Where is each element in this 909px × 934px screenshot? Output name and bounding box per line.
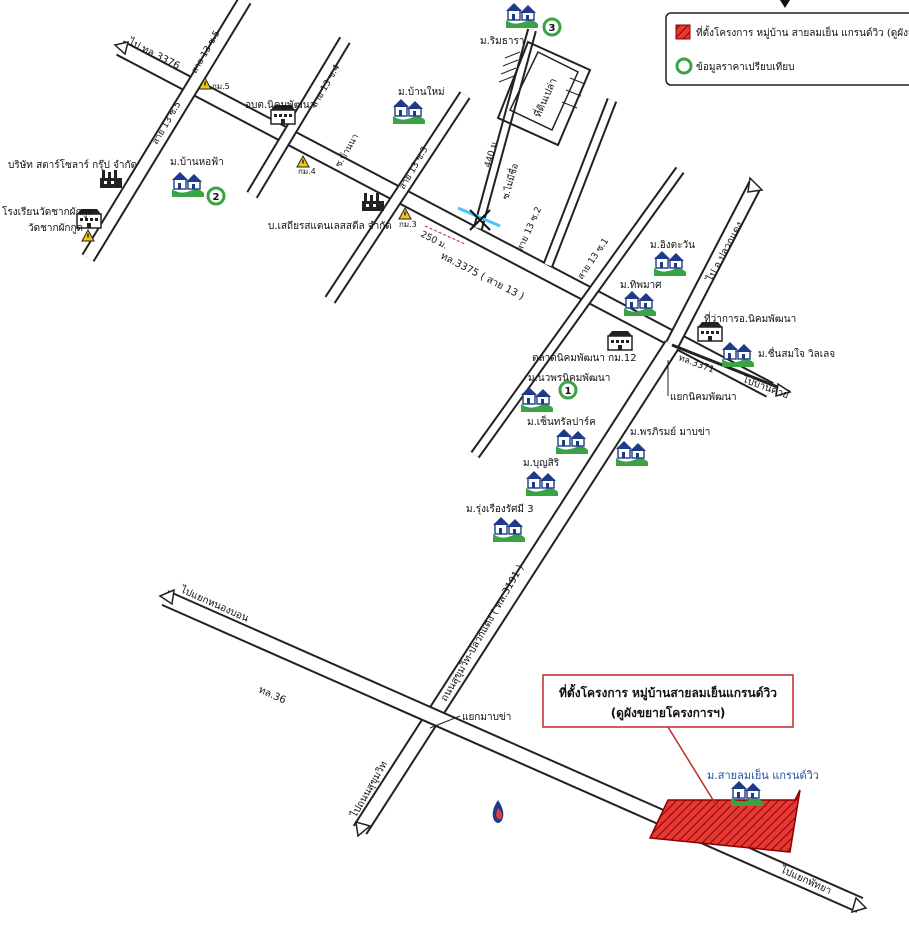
label-road3191: ถนนสุขุมวิท-ปลวกแดง ( ทล.3191 ): [439, 563, 526, 703]
road-soi13-3: [324, 91, 471, 304]
label-rungrueang: ม.รุ่งเรืองรัศมี 3: [466, 503, 534, 515]
callout-pointer: [667, 726, 719, 809]
label-ing-tawan: ม.อิงตะวัน: [650, 240, 695, 251]
callout-line1: ที่ตั้งโครงการ หมู่บ้านสายลมเย็นแกรนด์วิ…: [559, 683, 777, 701]
label-navaporn: ม.นวพรนิคมพัฒนา: [528, 373, 610, 384]
label-pornprom: ม.พรภิรมย์ มาบข่า: [630, 426, 710, 438]
house-ban-hopfa-icon: [171, 171, 205, 198]
svg-text:2: 2: [213, 192, 220, 203]
label-junction-mabkha: แยกมาบข่า: [462, 712, 511, 723]
house-centro-icon: [555, 428, 589, 455]
label-amphoe-office: ที่ว่าการอ.นิคมพัฒนา: [704, 311, 796, 325]
arrow-to-3376: [113, 40, 130, 56]
label-sai13-2: สาย 13 ซ.2: [516, 206, 545, 254]
label-km5: กม.5: [212, 82, 230, 91]
label-soi-mainum: ซ.ไม่มีชื่อ: [498, 162, 521, 201]
svg-text:1: 1: [565, 386, 572, 397]
house-thipmat-icon: [623, 290, 657, 317]
factory-star-solar-icon: [100, 170, 122, 188]
label-sai13-3: สาย 13 ซ.3: [398, 145, 431, 191]
label-project-name: ม.สายลมเย็น แกรนด์วิว: [707, 768, 819, 782]
arrow-to-sukhumvit: [355, 820, 372, 838]
temple-icon: [81, 229, 95, 242]
road-soi13-2: [542, 98, 618, 267]
arrow-to-pattaya: [850, 896, 868, 914]
legend-site-label: ที่ตั้งโครงการ หมู่บ้าน สายลมเย็น แกรนด์…: [696, 25, 909, 39]
label-temple: วัดชากผักกูด: [28, 223, 83, 234]
road-soi13-5: [81, 0, 252, 262]
svg-text:3: 3: [549, 23, 556, 34]
warning-km4-icon: [296, 155, 310, 168]
label-dist-250: 250 ม.: [419, 230, 449, 252]
house-ing-tawan-icon: [653, 250, 687, 277]
market-building-icon: [607, 330, 633, 351]
road-soi-unnamed: [473, 28, 537, 230]
house-chuensamjai-icon: [721, 341, 755, 368]
legend-comparison-label: ข้อมูลราคาเปรียบเทียบ: [696, 61, 794, 73]
label-school: โรงเรียนวัดชากผักกูด: [2, 205, 94, 218]
label-thipmat: ม.ทิพมาศ: [620, 280, 662, 291]
project-site-area: [648, 789, 801, 853]
label-bunsiri: ม.บุญสิริ: [523, 458, 560, 469]
label-km3: กม.3: [399, 220, 417, 229]
label-ban-hopfa: ม.บ้านหอฟ้า: [170, 156, 224, 168]
legend-site-swatch: [675, 24, 691, 40]
label-slerian: บ.เสถียรสแตนเลสสตีล จำกัด: [268, 220, 392, 232]
label-market: ตลาดนิคมพัฒนา กม.12: [532, 353, 637, 364]
legend: ที่ตั้งโครงการ หมู่บ้าน สายลมเย็น แกรนด์…: [665, 0, 909, 86]
legend-green-circle-icon: [675, 57, 693, 75]
house-ban-mai-icon: [392, 98, 426, 125]
project-callout: ที่ตั้งโครงการ หมู่บ้านสายลมเย็นแกรนด์วิ…: [542, 674, 794, 728]
road-to-pluakdaeng: [665, 181, 762, 349]
road-36: [161, 590, 864, 913]
road-3191: [352, 340, 680, 835]
marker-1: 1: [558, 380, 578, 400]
arrow-to-pluakdaeng: [747, 176, 764, 193]
house-project-icon: [730, 780, 764, 807]
road-soi13-4: [246, 36, 351, 199]
label-ban-mai: ม.บ้านใหม่: [398, 86, 445, 98]
pointer-mabkha-junction: [429, 715, 461, 729]
vacant-land-label: ที่ดินเปล่า: [530, 76, 560, 120]
road-3375: [116, 40, 774, 398]
callout-line2: (ดูผังขยายโครงการฯ): [611, 705, 726, 721]
road-3371: [671, 343, 791, 394]
factory-slerian-icon: [362, 193, 384, 211]
label-rimthara: ม.ริมธารา: [480, 36, 524, 47]
house-pornprom-icon: [615, 440, 649, 467]
arrow-to-nongbon: [158, 588, 175, 606]
arrow-to-bankhai: [775, 382, 792, 398]
label-centro: ม.เซ็นทรัลปาร์ค: [527, 414, 596, 428]
house-navaporn-icon: [520, 386, 554, 413]
road-network: [81, 0, 868, 914]
road-soi13-1: [470, 166, 685, 459]
label-rd36: ทล.36: [257, 685, 288, 707]
distance-250m-line: [424, 225, 466, 245]
label-junction-nikhom: แยกนิคมพัฒนา: [670, 392, 737, 403]
marker-3: 3: [542, 17, 562, 37]
ptt-logo-icon: [492, 800, 504, 823]
label-star-solar: บริษัท สตาร์โซลาร์ กรุ๊ป จำกัด: [8, 158, 137, 171]
house-rimthara-icon: [505, 2, 539, 29]
label-km4: กม.4: [298, 167, 316, 176]
bridge-marker: [457, 206, 501, 231]
rimthara-plot: [496, 40, 592, 147]
label-obt: อบต.นิคมพัฒนา: [245, 100, 315, 111]
label-chuensamjai: ม.ชื่นสมใจ วิลเลจ: [758, 346, 835, 360]
house-bunsiri-icon: [525, 470, 559, 497]
legend-pointer-icon: [780, 0, 790, 8]
marker-2: 2: [206, 186, 226, 206]
house-rungrueang-icon: [492, 516, 526, 543]
